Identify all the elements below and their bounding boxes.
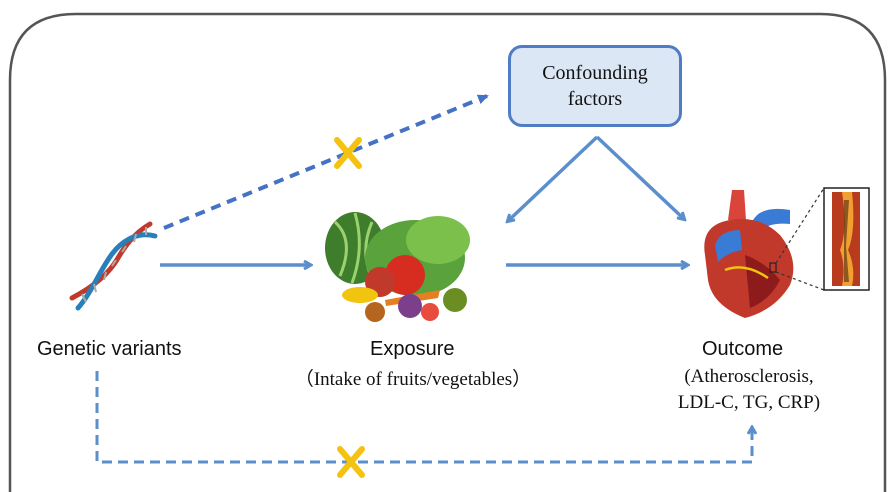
fruits-vegetables-icon xyxy=(325,212,470,322)
cross-mark-icon xyxy=(334,137,362,169)
zoom-lines xyxy=(775,187,825,291)
exposure-label: Exposure xyxy=(370,338,455,360)
confounding-factors-line2: factors xyxy=(567,88,623,110)
arrow-confounders-to-exposure xyxy=(508,135,599,221)
genetic-variants-label: Genetic variants xyxy=(37,338,182,360)
cross-mark-icon xyxy=(337,446,365,478)
outcome-detail-line1: (Atherosclerosis, xyxy=(684,366,814,387)
exposure-detail: （Intake of fruits/vegetables） xyxy=(294,369,532,390)
artery-plaque-icon xyxy=(823,187,870,291)
outcome-label: Outcome xyxy=(702,338,784,360)
dashed-arrow-genetic-to-outcome xyxy=(95,371,752,464)
outcome-detail-line2: LDL-C, TG, CRP) xyxy=(677,392,821,413)
confounding-factors-box: Confounding factors xyxy=(508,45,682,127)
outer-frame xyxy=(8,12,887,492)
heart-icon xyxy=(704,190,794,318)
dashed-arrow-genetic-to-confounders xyxy=(163,94,489,230)
arrow-confounders-to-outcome xyxy=(595,135,684,219)
dna-icon xyxy=(69,221,158,311)
confounding-factors-line1: Confounding xyxy=(542,62,648,84)
